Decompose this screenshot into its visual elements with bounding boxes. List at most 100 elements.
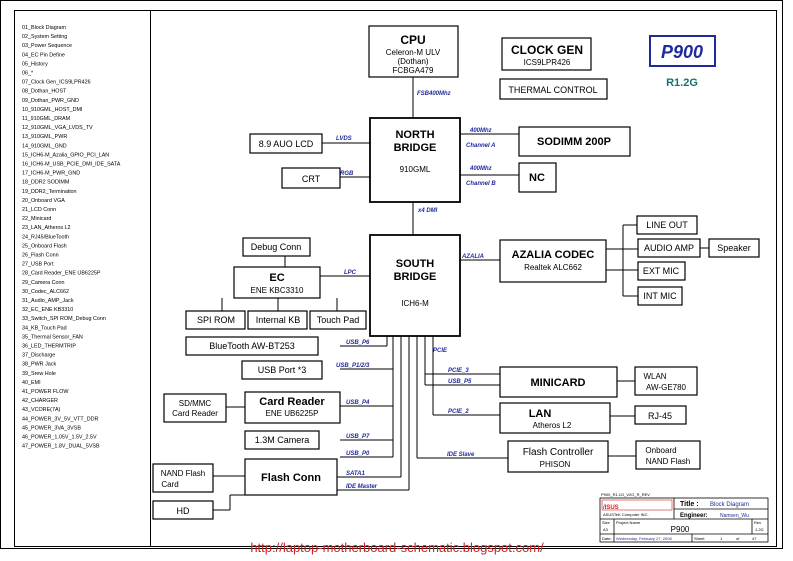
- rev-value: 1.2G: [755, 527, 764, 532]
- sheet-index-item: 03_Power Sequence: [22, 43, 72, 49]
- north-bridge-block: [369, 117, 461, 203]
- flash-conn-label: Flash Conn: [261, 472, 321, 484]
- sheet-label: Sheet: [694, 536, 705, 541]
- hd-label: HD: [177, 506, 190, 516]
- company-logo-glyph: /ISUS: [603, 505, 619, 511]
- bus-dmi: x4 DMI: [417, 208, 438, 214]
- sheet-index-item: 44_POWER_3V_5V_VTT_DDR: [22, 416, 99, 422]
- rj45-block: [634, 405, 687, 425]
- thermal-control-label: THERMAL CONTROL: [508, 85, 597, 95]
- north-bridge-title2: BRIDGE: [394, 142, 437, 154]
- clock-gen-title: CLOCK GEN: [511, 43, 583, 57]
- speaker-block: [708, 238, 760, 258]
- clock-gen-sub: ICS9LPR426: [524, 58, 571, 67]
- engineer-value: Namsen_Wu: [720, 513, 749, 519]
- sd-mmc-line2: Card Reader: [172, 409, 218, 418]
- nc-label: NC: [529, 172, 545, 184]
- bus-pcie-2: PCIE_2: [448, 409, 469, 415]
- date-value: Wednesday, February 27, 2008: [616, 536, 672, 541]
- bus-ide-master: IDE Master: [346, 484, 378, 490]
- sheet-index-item: 43_VCORE(7A): [22, 407, 61, 413]
- rj45-label: RJ-45: [648, 411, 672, 421]
- project-name-value: P900: [671, 525, 690, 534]
- sheet-index-item: 21_LCD Conn: [22, 207, 56, 213]
- onboard-nand-block: [635, 440, 701, 470]
- debug-conn-block: [242, 237, 311, 257]
- sheet-index-item: 27_USB Port: [22, 262, 54, 268]
- sheet-index-item: 02_System Setting: [22, 34, 67, 40]
- bus-fsb: FSB400Mhz: [417, 91, 451, 97]
- sheet-index-item: 09_Dothan_PWR_GND: [22, 98, 79, 104]
- sheet-index-item: 25_Onboard Flash: [22, 243, 67, 249]
- bus-usb-p4: USB_P4: [346, 400, 370, 406]
- size-value: A3: [603, 527, 609, 532]
- title-value: Block Diagram: [710, 502, 749, 508]
- bus-lvds: LVDS: [336, 136, 352, 142]
- lcd-block: [249, 133, 323, 154]
- sheet-index-item: 24_RJ45/BlueTooth: [22, 234, 69, 240]
- south-bridge-title1: SOUTH: [396, 258, 435, 270]
- south-bridge-title2: BRIDGE: [394, 271, 437, 283]
- of-label: of: [736, 536, 740, 541]
- spi-rom-label: SPI ROM: [197, 315, 235, 325]
- sheet-index-item: 31_Audio_AMP_Jack: [22, 298, 74, 304]
- sheet-index-list: 01_Block Diagram 02_System Setting 03_Powe…: [22, 25, 121, 450]
- sheet-index-item: 41_POWER FLOW: [22, 389, 69, 395]
- cpu-block: [368, 25, 459, 78]
- crt-label: CRT: [302, 174, 321, 184]
- sheet-index-item: 28_Card Reader_ENE UB6225P: [22, 271, 101, 277]
- camera-block: [244, 430, 320, 450]
- sheet-index-item: 26_Flash Conn: [22, 253, 59, 259]
- azalia-codec-title: AZALIA CODEC: [512, 249, 595, 261]
- sheet-index-item: 15_ICH6-M_Azalia_GPIO_PCI_LAN: [22, 152, 109, 158]
- model-logo-frame: [649, 35, 716, 67]
- camera-label: 1.3M Camera: [255, 435, 310, 445]
- sheet-index-item: 18_DDR2 SODIMM: [22, 180, 70, 186]
- audio-amp-label: AUDIO AMP: [644, 243, 694, 253]
- azalia-codec-block: [499, 239, 607, 283]
- sheet-index-item: 32_EC_ENE KB3310: [22, 307, 73, 313]
- ext-mic-label: EXT MIC: [643, 266, 680, 276]
- bus-usb-p0: USB_P0: [346, 451, 370, 457]
- bus-rgb: RGB: [340, 171, 354, 177]
- wlan-block: [634, 366, 698, 396]
- sheet-index-item: 47_POWER_1.8V_DUAL_5VSB: [22, 444, 100, 450]
- ec-block: [233, 266, 321, 299]
- watermark-url[interactable]: http://laptop-motherboard-schematic.blog…: [250, 540, 544, 555]
- flash-controller-title: Flash Controller: [523, 447, 594, 458]
- bus-usb-p123: USB_P1/2/3: [336, 363, 370, 369]
- int-mic-block: [637, 286, 683, 306]
- hd-block: [152, 500, 214, 520]
- rev-label: Rev: [754, 520, 761, 525]
- sheet-index-item: 39_Srew Hole: [22, 371, 56, 377]
- sheet-index-item: 14_910GML_GND: [22, 143, 67, 149]
- bus-channel-b-speed: 400Mhz: [469, 166, 492, 172]
- usb-port-label: USB Port *3: [258, 365, 307, 375]
- revision-label: R1.2G: [666, 77, 698, 89]
- sheet-index-item: 40_EMI: [22, 380, 41, 386]
- nand-flash-card-block: [152, 463, 214, 493]
- block-labels: CPU Celeron-M ULV (Dothan) FCBGA479 CLOC…: [161, 33, 751, 516]
- sheet-index-item: 36_LED_THERMTRIP: [22, 344, 76, 350]
- model-logo-text: P900: [661, 42, 703, 62]
- of-value: 47: [752, 536, 757, 541]
- sheet-index-item: 37_Discharge: [22, 353, 55, 359]
- lcd-label: 8.9 AUO LCD: [259, 139, 314, 149]
- bus-usb-p5: USB_P5: [448, 379, 472, 385]
- sheet-index-item: 08_Dothan_HOST: [22, 89, 67, 95]
- bus-channel-b: Channel B: [466, 181, 496, 187]
- sheet-index-item: 01_Block Diagram: [22, 25, 67, 31]
- flash-controller-sub: PHISON: [540, 460, 571, 469]
- sd-mmc-block: [163, 393, 227, 423]
- sheet-index-item: 29_Camera Conn: [22, 280, 65, 286]
- wlan-line2: AW-GE780: [646, 383, 687, 392]
- sheet-index-item: 16_ICH6-M_USB_PCIE_DMI_IDE_SATA: [22, 162, 121, 168]
- title-label: Title :: [680, 501, 699, 508]
- lan-sub: Atheros L2: [533, 421, 572, 430]
- minicard-label: MINICARD: [531, 377, 586, 389]
- sodimm-label: SODIMM 200P: [537, 136, 611, 148]
- date-label: Date:: [602, 536, 612, 541]
- cpu-line3: FCBGA479: [393, 66, 434, 75]
- bus-usb-p7: USB_P7: [346, 434, 370, 440]
